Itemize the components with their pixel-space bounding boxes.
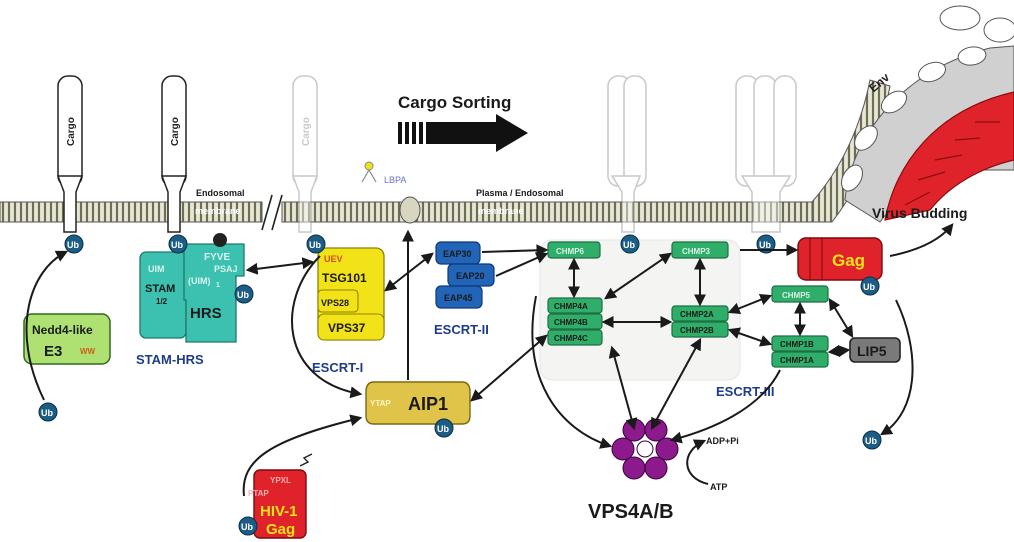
atp-label: ATP: [710, 482, 727, 492]
uev-label: UEV: [324, 254, 343, 264]
adp-label: ADP+Pi: [706, 436, 739, 446]
membrane-label-1: membrane: [195, 206, 241, 216]
chmp1b-label: CHMP1B: [780, 340, 814, 349]
hrs-uim-sub: 1: [216, 282, 220, 289]
ub-badge: Ub: [435, 419, 453, 437]
psaj-label: PSAJ: [214, 264, 238, 274]
cargo-label-1: Cargo: [66, 117, 77, 146]
eap20-label: EAP20: [456, 271, 485, 281]
lbpa-lipid-icon: [362, 162, 376, 182]
ub-badge: Ub: [169, 235, 187, 253]
membrane-label-2: membrane: [478, 206, 524, 216]
gag-protein: Gag: [798, 238, 882, 280]
svg-text:Ub: Ub: [67, 240, 79, 250]
atp-cycle-arrow: [687, 441, 708, 484]
hiv1-label: HIV-1: [260, 503, 298, 520]
cargo-label-2: Cargo: [170, 117, 181, 146]
eap30-label: EAP30: [443, 249, 472, 259]
chmp6-label: CHMP6: [556, 247, 585, 256]
hrs-uim-label: (UIM): [188, 276, 211, 286]
chmp2a-label: CHMP2A: [680, 310, 714, 319]
ub-badge: Ub: [235, 285, 253, 303]
ub-badge: Ub: [239, 517, 257, 535]
ub-badge: Ub: [39, 403, 57, 421]
svg-text:Ub: Ub: [865, 436, 877, 446]
lbpa-label: LBPA: [384, 175, 406, 185]
svg-text:Ub: Ub: [437, 424, 449, 434]
chmp4a-label: CHMP4A: [554, 302, 588, 311]
vps4-oligomer-icon: [612, 419, 678, 479]
membrane-break-mark: [262, 195, 272, 230]
plasma-endosomal-label: Plasma / Endosomal: [476, 188, 564, 198]
virus-budding-arrow: [890, 225, 952, 256]
stam-label: STAM: [145, 283, 175, 295]
e3-label: E3: [44, 343, 62, 360]
membrane-break-mark-2: [272, 195, 282, 230]
svg-text:Ub: Ub: [309, 240, 321, 250]
ub-badge: Ub: [621, 235, 639, 253]
lbpa-pore: [400, 197, 420, 223]
gag-label: Gag: [832, 251, 865, 270]
stam-sub-label: 1/2: [156, 297, 168, 306]
virus-budding-label: Virus Budding: [872, 205, 967, 221]
vps28-label: VPS28: [321, 298, 349, 308]
ub-badge: Ub: [307, 235, 325, 253]
cargo-sorting-title: Cargo Sorting: [398, 93, 511, 112]
nedd4-e3-ligase: Nedd4-like E3 WW: [24, 314, 110, 364]
nedd4-label: Nedd4-like: [32, 323, 93, 337]
aip1-label: AIP1: [408, 394, 448, 414]
escrt1-complex: UEV TSG101 VPS28 VPS37: [318, 248, 384, 340]
svg-text:Ub: Ub: [237, 290, 249, 300]
ww-domain-label: WW: [80, 347, 96, 356]
hiv1-gag: YPXL PTAP HIV-1 Gag: [248, 454, 312, 538]
fyve-label: FYVE: [204, 252, 230, 263]
chmp1a-label: CHMP1A: [780, 356, 814, 365]
hrs-lipid-icon: [213, 233, 227, 247]
tsg101-label: TSG101: [322, 271, 367, 285]
chmp4c-label: CHMP4C: [554, 334, 588, 343]
vps37-label: VPS37: [328, 321, 366, 335]
hrs-label: HRS: [190, 305, 222, 322]
cargo-label-3: Cargo: [301, 117, 312, 146]
chmp4b-label: CHMP4B: [554, 318, 588, 327]
chmp5-label: CHMP5: [782, 291, 811, 300]
escrt2-label: ESCRT-II: [434, 322, 489, 337]
ub-badge: Ub: [65, 235, 83, 253]
ub-badge: Ub: [863, 431, 881, 449]
svg-text:Ub: Ub: [41, 408, 53, 418]
stam-hrs-label: STAM-HRS: [136, 352, 204, 367]
svg-text:Ub: Ub: [171, 240, 183, 250]
stam-hrs-complex: UIM STAM 1/2 FYVE PSAJ (UIM) 1 HRS: [140, 233, 244, 342]
aip1-protein: YTAP AIP1: [366, 382, 470, 424]
ytap-label: YTAP: [370, 399, 391, 408]
ypxl-label: YPXL: [270, 476, 291, 485]
svg-text:Ub: Ub: [759, 240, 771, 250]
hiv-gag-label: Gag: [266, 521, 295, 538]
ub-badge: Ub: [861, 277, 879, 295]
chmp3-label: CHMP3: [682, 247, 711, 256]
svg-text:Ub: Ub: [623, 240, 635, 250]
cargo-sorting-arrow: [398, 114, 528, 152]
ptap-label: PTAP: [248, 489, 269, 498]
stam-uim-label: UIM: [148, 264, 165, 274]
endosomal-label: Endosomal: [196, 188, 245, 198]
escrt1-label: ESCRT-I: [312, 360, 363, 375]
svg-text:Ub: Ub: [863, 282, 875, 292]
vps4-label: VPS4A/B: [588, 501, 674, 523]
eap45-label: EAP45: [444, 293, 473, 303]
lip5-label: LIP5: [857, 343, 887, 359]
svg-text:Ub: Ub: [241, 522, 253, 532]
chmp2b-label: CHMP2B: [680, 326, 714, 335]
